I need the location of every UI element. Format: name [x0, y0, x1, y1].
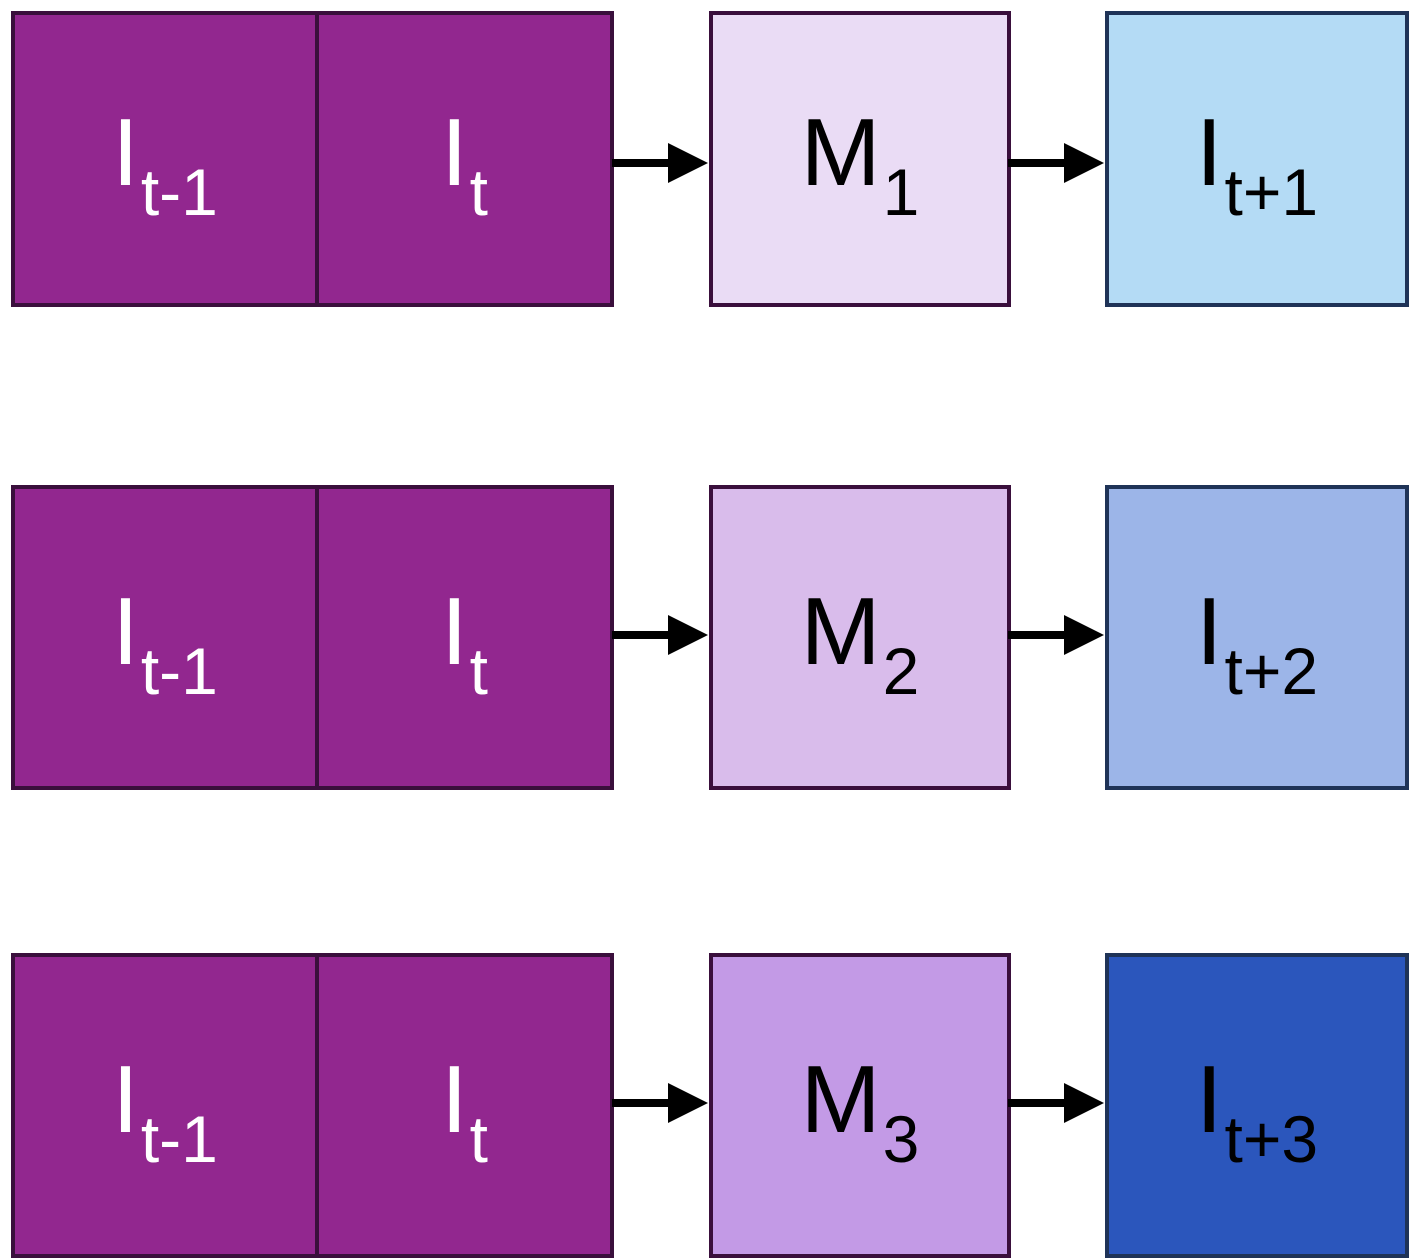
pipeline-row-1: It-1 It M1 It+1	[0, 11, 1412, 311]
model-label: M2	[800, 577, 920, 708]
arrow-icon	[1008, 615, 1104, 655]
input-frame-prev: It-1	[11, 485, 319, 790]
frame-label: It	[440, 99, 488, 229]
model-box-1: M1	[709, 11, 1011, 307]
model-label: M3	[800, 1045, 920, 1176]
model-box-2: M2	[709, 485, 1011, 790]
arrow-icon	[612, 615, 708, 655]
arrow-icon	[612, 1083, 708, 1123]
output-label: It+3	[1195, 1045, 1319, 1176]
output-label: It+2	[1195, 577, 1319, 708]
pipeline-row-3: It-1 It M3 It+3	[0, 953, 1412, 1258]
arrow-icon	[1008, 1083, 1104, 1123]
pipeline-row-2: It-1 It M2 It+2	[0, 485, 1412, 790]
frame-label: It-1	[112, 577, 218, 708]
input-frame-prev: It-1	[11, 11, 319, 307]
arrow-icon	[1008, 143, 1104, 183]
output-frame-2: It+2	[1105, 485, 1409, 790]
output-frame-1: It+1	[1105, 11, 1409, 307]
input-frame-current: It	[315, 953, 614, 1258]
arrow-icon	[612, 143, 708, 183]
input-frame-prev: It-1	[11, 953, 319, 1258]
output-frame-3: It+3	[1105, 953, 1409, 1258]
frame-label: It-1	[112, 1045, 218, 1176]
model-box-3: M3	[709, 953, 1011, 1258]
model-label: M1	[800, 99, 920, 229]
input-frame-current: It	[315, 485, 614, 790]
frame-label: It	[440, 1045, 488, 1176]
output-label: It+1	[1195, 99, 1319, 229]
frame-label: It	[440, 577, 488, 708]
input-frame-current: It	[315, 11, 614, 307]
frame-label: It-1	[112, 99, 218, 229]
